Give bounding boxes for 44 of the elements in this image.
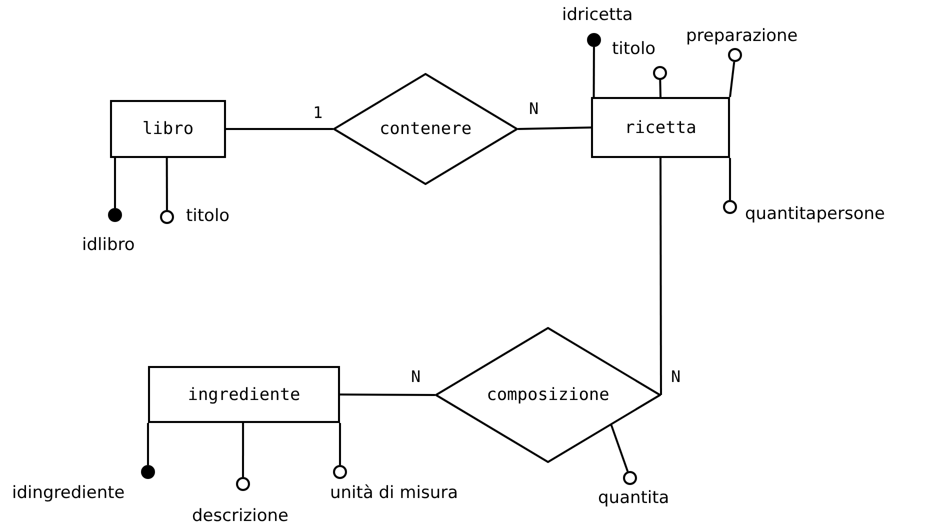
key-attribute-dot <box>141 465 155 479</box>
connector-line <box>518 126 592 130</box>
attribute-circle <box>236 477 250 491</box>
entity-box <box>110 100 226 158</box>
attribute-label: quantita <box>598 488 670 508</box>
relationship-diamond <box>333 73 518 185</box>
key-attribute-dot <box>587 33 601 47</box>
attribute-label: descrizione <box>192 506 288 526</box>
attribute-label: idricetta <box>562 5 633 25</box>
attribute-circle <box>723 200 737 214</box>
relationship-name: contenere <box>379 119 472 139</box>
attribute-label: titolo <box>186 206 230 226</box>
key-attribute-dot <box>108 208 122 222</box>
entity-box <box>591 97 730 158</box>
connector-line <box>729 158 731 200</box>
relationship-name: composizione <box>486 385 610 405</box>
connector-line <box>147 423 149 465</box>
attribute-label: idlibro <box>82 235 135 255</box>
attribute-label: unità di misura <box>330 483 458 503</box>
connector-line <box>114 158 116 208</box>
connector-line <box>242 423 244 477</box>
attribute-label: preparazione <box>686 26 798 46</box>
attribute-circle <box>160 210 174 224</box>
entity-name: libro <box>142 119 194 139</box>
attribute-circle <box>728 48 742 62</box>
attribute-label: idingrediente <box>12 483 125 503</box>
entity-box <box>148 366 340 423</box>
connector-line <box>592 47 595 97</box>
connector-line <box>166 158 168 210</box>
connector-line <box>659 80 662 98</box>
attribute-circle <box>333 465 347 479</box>
connector-line <box>340 394 435 396</box>
attribute-label: quantitapersone <box>745 204 885 224</box>
attribute-label: titolo <box>612 39 656 59</box>
connector-line <box>660 158 662 395</box>
connector-line <box>339 423 341 465</box>
entity-name: ingrediente <box>188 384 300 404</box>
connector-line <box>610 424 629 472</box>
entity-name: ricetta <box>624 118 696 138</box>
connector-line <box>226 128 333 130</box>
relationship-diamond <box>435 327 661 463</box>
connector-line <box>729 62 736 98</box>
attribute-circle <box>653 66 667 80</box>
attribute-circle <box>623 471 637 485</box>
